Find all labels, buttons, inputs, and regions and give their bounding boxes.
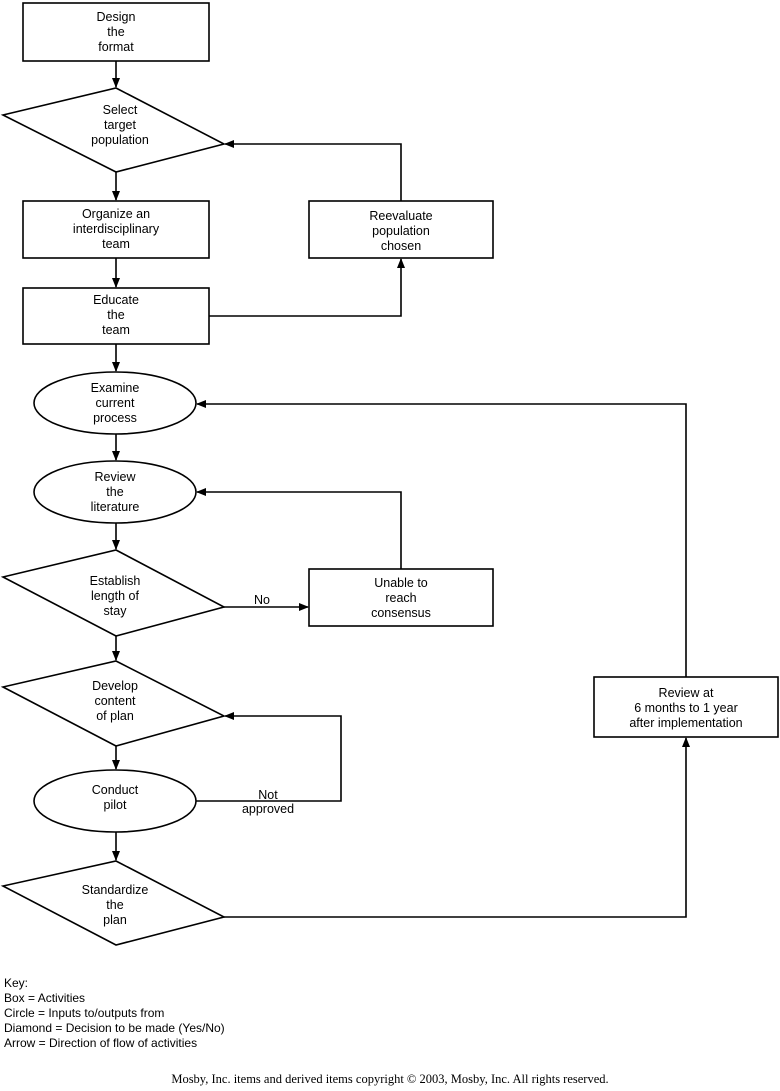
organize-team-label: Organize an interdisciplinary team xyxy=(72,207,160,251)
copyright-notice: Mosby, Inc. items and derived items copy… xyxy=(171,1072,609,1086)
conduct-pilot-label: Conduct pilot xyxy=(91,783,139,812)
key-item-diamond: Diamond = Decision to be made (Yes/No) xyxy=(4,1021,225,1035)
key-item-arrow: Arrow = Direction of flow of activities xyxy=(4,1036,198,1050)
arrow-standardize-to-review-after xyxy=(224,737,690,918)
arrow-reevaluate-to-select xyxy=(224,140,402,201)
not-approved-label: Not approved xyxy=(241,788,295,816)
develop-content-label: Develop content of plan xyxy=(92,678,138,723)
arrow-unable-to-review-literature xyxy=(196,488,402,569)
select-population-label: Select target population xyxy=(91,102,149,147)
examine-process-label: Examine current process xyxy=(90,380,140,425)
standardize-plan-diamond xyxy=(0,860,227,946)
arrow-review-after-to-examine xyxy=(196,400,687,677)
reevaluate-population-label: Reevaluate population chosen xyxy=(369,209,433,253)
key-item-circle: Circle = Inputs to/outputs from xyxy=(4,1006,165,1020)
key-item-box: Box = Activities xyxy=(4,991,86,1005)
key-title: Key: xyxy=(4,976,29,990)
arrow-pilot-not-approved-to-develop xyxy=(196,712,342,802)
design-format-label: Design the format xyxy=(96,9,136,54)
standardize-plan-label: Standardize the plan xyxy=(81,882,149,927)
no-label: No xyxy=(254,593,270,607)
educate-team-label: Educate the team xyxy=(93,292,139,337)
establish-los-label: Establish length of stay xyxy=(89,573,141,618)
unable-consensus-label: Unable to reach consensus xyxy=(371,576,431,620)
review-after-label: Review at 6 months to 1 year after imple… xyxy=(629,685,743,730)
legend-key: Key: Box = Activities Circle = Inputs to… xyxy=(4,976,225,1051)
review-literature-label: Review the literature xyxy=(90,469,140,514)
arrow-educate-to-reevaluate xyxy=(209,258,405,317)
